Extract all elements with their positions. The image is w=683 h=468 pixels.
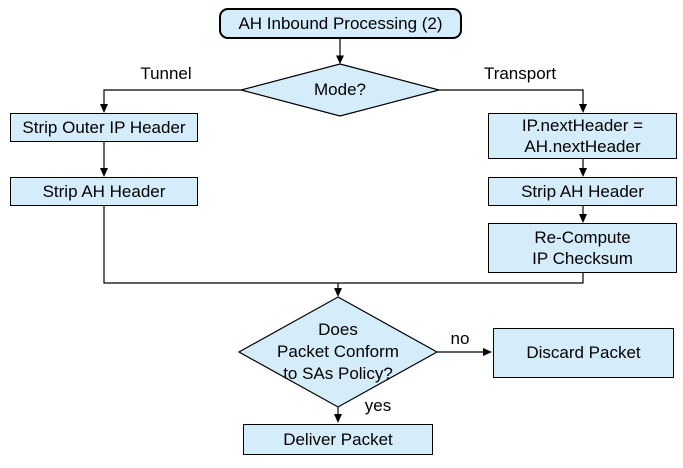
node-strip-outer-ip-header: Strip Outer IP Header <box>10 113 198 142</box>
edge-label-tunnel: Tunnel <box>140 64 192 83</box>
policy-decision-shape <box>237 296 439 408</box>
arrowhead-strip-ah-right <box>579 168 587 177</box>
arrowhead-discard <box>483 348 492 356</box>
node-strip-outer-ip-header-label: Strip Outer IP Header <box>22 117 186 137</box>
edge-label-yes: yes <box>364 396 392 415</box>
edge-mode-to-set-next-header <box>439 89 584 104</box>
node-set-ip-next-header-label: IP.nextHeader = AH.nextHeader <box>521 115 644 156</box>
node-discard-packet: Discard Packet <box>493 328 674 378</box>
arrowhead-recompute <box>579 214 587 223</box>
edge-label-transport: Transport <box>483 64 557 83</box>
mode-decision-shape <box>238 63 442 117</box>
node-deliver-packet-label: Deliver Packet <box>283 429 393 449</box>
node-strip-ah-header-right: Strip AH Header <box>488 177 677 206</box>
node-start: AH Inbound Processing (2) <box>219 8 462 39</box>
node-strip-ah-header-right-label: Strip AH Header <box>521 181 644 201</box>
arrowhead-strip-outer <box>100 104 108 113</box>
arrowhead-mode <box>336 55 344 64</box>
node-set-ip-next-header: IP.nextHeader = AH.nextHeader <box>488 113 677 159</box>
arrowhead-set-next-header <box>579 104 587 113</box>
node-strip-ah-header-left-label: Strip AH Header <box>42 181 166 201</box>
edge-label-no: no <box>450 329 470 348</box>
node-discard-packet-label: Discard Packet <box>526 343 641 363</box>
edge-merge-branches <box>103 206 584 284</box>
edge-mode-to-strip-outer <box>103 89 241 104</box>
arrowhead-policy <box>334 288 342 297</box>
arrowhead-strip-ah-left <box>100 168 108 177</box>
node-recompute-ip-checksum: Re-Compute IP Checksum <box>488 223 677 273</box>
node-deliver-packet: Deliver Packet <box>243 424 433 455</box>
arrowhead-deliver <box>334 414 342 423</box>
node-strip-ah-header-left: Strip AH Header <box>10 177 198 206</box>
node-recompute-ip-checksum-label: Re-Compute IP Checksum <box>532 227 633 268</box>
node-start-label: AH Inbound Processing (2) <box>238 13 443 33</box>
